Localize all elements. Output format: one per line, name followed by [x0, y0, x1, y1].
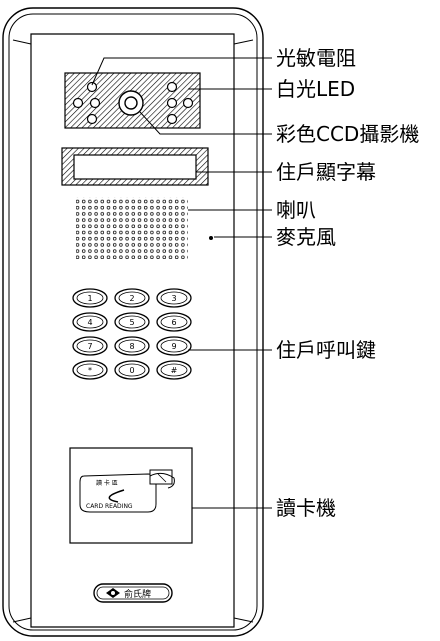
microphone-hole: [209, 236, 213, 240]
resident-display-label: 住戶顯字幕: [276, 160, 376, 184]
led-icon: [72, 97, 84, 109]
call-keys-label: 住戶呼叫鍵: [276, 338, 376, 362]
key-label: #: [171, 366, 178, 375]
card-reading-caption: CARD READING: [86, 503, 133, 510]
intercom-housing: [2, 7, 264, 637]
key-label: 6: [171, 318, 176, 327]
key-5[interactable]: 5: [114, 312, 150, 332]
key-3[interactable]: 3: [156, 288, 192, 308]
key-label: 3: [171, 294, 176, 303]
key-0[interactable]: 0: [114, 360, 150, 380]
key-9[interactable]: 9: [156, 336, 192, 356]
key-label: 2: [129, 294, 134, 303]
key-hash[interactable]: #: [156, 360, 192, 380]
key-label: 9: [171, 342, 176, 351]
white-led-label: 白光LED: [276, 77, 355, 101]
key-2[interactable]: 2: [114, 288, 150, 308]
key-4[interactable]: 4: [72, 312, 108, 332]
resident-display: [61, 147, 209, 186]
camera-led-panel: [64, 72, 201, 129]
keypad: 1 2 3 4 5 6 7 8 9 * 0 #: [72, 288, 192, 380]
brand-name: 俞氏牌: [124, 588, 151, 600]
card-reader-label: 讀卡機: [276, 496, 336, 520]
camera-label: 彩色CCD攝影機: [276, 122, 419, 146]
microphone-label: 麥克風: [276, 225, 336, 249]
led-icon: [166, 113, 178, 125]
speaker-grille: [76, 197, 188, 259]
key-star[interactable]: *: [72, 360, 108, 380]
camera-lens-icon: [118, 90, 144, 116]
key-6[interactable]: 6: [156, 312, 192, 332]
speaker-label: 喇叭: [276, 198, 316, 222]
card-reader[interactable]: 讀 卡 區 CARD READING: [69, 447, 193, 544]
key-label: 0: [129, 366, 134, 375]
photo-sensor-label: 光敏電阻: [276, 46, 356, 70]
key-8[interactable]: 8: [114, 336, 150, 356]
led-icon: [86, 113, 98, 125]
brand-emblem-icon: [106, 588, 120, 598]
led-icon: [89, 97, 101, 109]
key-label: 1: [87, 294, 92, 303]
card-area-label: 讀 卡 區: [96, 479, 118, 487]
key-label: 8: [129, 342, 134, 351]
hand-card-icon: [149, 469, 175, 489]
photo-sensor-icon: [86, 81, 98, 93]
key-label: 7: [87, 342, 92, 351]
key-7[interactable]: 7: [72, 336, 108, 356]
leader-lines: [91, 57, 272, 509]
led-icon: [182, 97, 194, 109]
brand-logo: 俞氏牌: [93, 583, 173, 603]
led-icon: [166, 97, 178, 109]
callout-labels: 光敏電阻 白光LED 彩色CCD攝影機 住戶顯字幕 喇叭 麥克風 住戶呼叫鍵 讀…: [276, 46, 419, 520]
led-icon: [166, 81, 178, 93]
key-label: 4: [87, 318, 92, 327]
key-1[interactable]: 1: [72, 288, 108, 308]
key-label: 5: [129, 318, 134, 327]
key-label: *: [88, 366, 92, 375]
